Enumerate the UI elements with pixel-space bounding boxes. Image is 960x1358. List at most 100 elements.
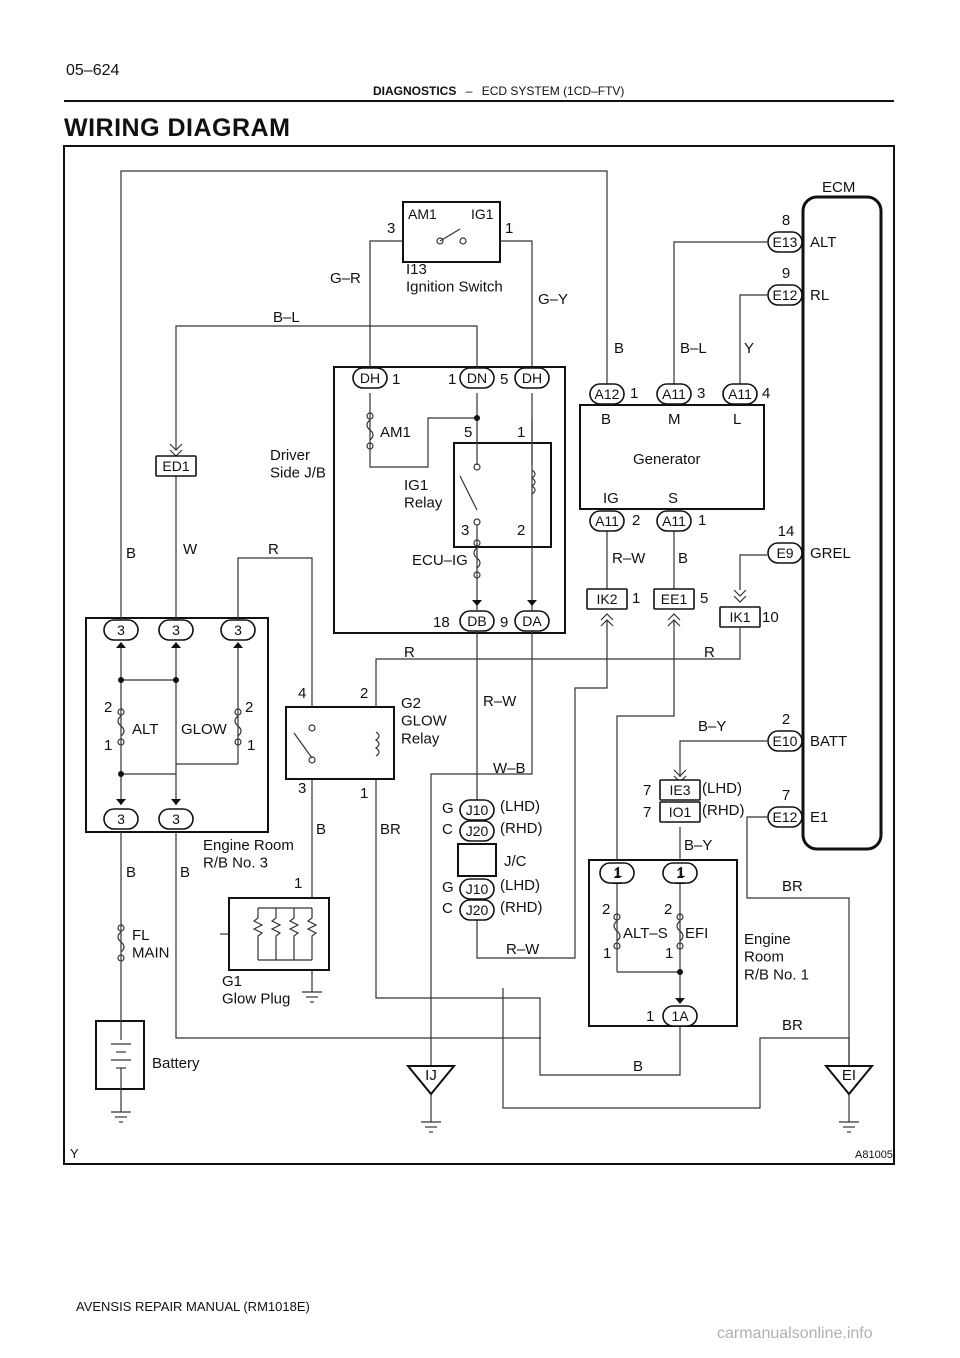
pin-number-21: 1 bbox=[104, 737, 112, 754]
rb3-pin-1-outline bbox=[158, 619, 194, 641]
pin-number-11: 4 bbox=[762, 385, 770, 402]
wire-color-18: BR bbox=[782, 878, 803, 895]
pin-number-37: 1 bbox=[677, 864, 685, 881]
pin-number-28: 3 bbox=[298, 780, 306, 797]
rb3-pin-1: 3 bbox=[172, 622, 180, 638]
battery-box bbox=[95, 1020, 145, 1090]
connector-7-outline bbox=[656, 383, 692, 405]
pin-number-5: 3 bbox=[461, 522, 469, 539]
fuse-alt-s-label: ALT–S bbox=[623, 925, 668, 942]
connector-9: A11 bbox=[595, 513, 619, 529]
connector-8-outline bbox=[722, 383, 758, 405]
wire-color-20: R–W bbox=[506, 941, 540, 958]
pin-number-26: 4 bbox=[298, 685, 306, 702]
engine-room-rb1-box bbox=[588, 859, 738, 1027]
connector-4-outline bbox=[459, 610, 495, 632]
ground-symbols bbox=[111, 991, 859, 1133]
rb3-pin-0: 3 bbox=[117, 622, 125, 638]
ecm-connector-3: E10 bbox=[773, 733, 798, 749]
ig-switch-pin-1: 1 bbox=[505, 220, 513, 237]
pin-number-2: 5 bbox=[500, 371, 508, 388]
pin-number-36: 1 bbox=[614, 864, 622, 881]
pin-number-42: G bbox=[442, 879, 454, 896]
connector-3: DH bbox=[522, 370, 542, 386]
wire-color-0: G–R bbox=[330, 270, 361, 287]
system-name: ECD SYSTEM (1CD–FTV) bbox=[481, 84, 625, 98]
section-name: DIAGNOSTICS bbox=[373, 84, 457, 98]
pin-number-29: 1 bbox=[360, 785, 368, 802]
pin-number-35: 1 bbox=[646, 1008, 654, 1025]
ecm-connector-4: E12 bbox=[773, 809, 798, 825]
connector-17-outline bbox=[459, 820, 495, 842]
ecm-pin-2: 14 bbox=[778, 523, 795, 540]
connector-20-outline bbox=[662, 1005, 698, 1027]
wire-color-10: R bbox=[268, 541, 279, 558]
wire-color-22: B bbox=[316, 821, 326, 838]
pin-number-30: 1 bbox=[294, 875, 302, 892]
fuse-alt-label: ALT bbox=[132, 721, 158, 738]
figure-id: A81005 bbox=[855, 1149, 893, 1161]
ecm-signal-4: E1 bbox=[810, 809, 828, 826]
connector-13: IK1 bbox=[729, 609, 750, 625]
wire-color-21: BR bbox=[782, 1017, 803, 1034]
pin-number-8: 9 bbox=[500, 614, 508, 631]
battery-label: Battery bbox=[152, 1055, 200, 1072]
generator-label: Generator bbox=[633, 451, 701, 468]
pin-number-16: 10 bbox=[762, 609, 779, 626]
variant-3: (RHD) bbox=[500, 899, 543, 916]
glow-relay-label-line-0: G2 bbox=[401, 695, 421, 712]
wire-color-19: B bbox=[633, 1058, 643, 1075]
ecm-connector-3-outline bbox=[767, 730, 803, 752]
connector-3-outline bbox=[514, 367, 550, 389]
variant-5: (RHD) bbox=[702, 802, 745, 819]
connector-11-outline bbox=[586, 588, 628, 610]
engine-rb3-label-line-0: Engine Room bbox=[203, 837, 294, 854]
variant-4: (LHD) bbox=[702, 780, 742, 797]
wire-color-15: B–Y bbox=[698, 718, 726, 735]
ecm-connector-4-outline bbox=[767, 806, 803, 828]
rb3-pin-2: 3 bbox=[234, 622, 242, 638]
page-header: DIAGNOSTICS – ECD SYSTEM (1CD–FTV) bbox=[373, 84, 624, 98]
driver-jb-label-line-0: Driver bbox=[270, 447, 310, 464]
pin-number-3: 5 bbox=[464, 424, 472, 441]
pin-number-20: 2 bbox=[104, 699, 112, 716]
fl-main-label-line-0: FL bbox=[132, 927, 150, 944]
ig-switch-pin-am1: AM1 bbox=[408, 206, 437, 222]
ecm-connector-0: E13 bbox=[773, 234, 798, 250]
pin-number-43: C bbox=[442, 900, 453, 917]
connector-4: DB bbox=[467, 613, 486, 629]
wire-color-13: R–W bbox=[483, 693, 517, 710]
glow-relay-label-line-1: GLOW bbox=[401, 713, 448, 730]
connector-10: A11 bbox=[662, 513, 686, 529]
wire-color-1: G–Y bbox=[538, 291, 568, 308]
engine-room-rb3-box bbox=[85, 617, 269, 833]
internal-wiring bbox=[111, 228, 875, 1133]
page-title: WIRING DIAGRAM bbox=[64, 114, 291, 142]
wire-color-14: W–B bbox=[493, 760, 526, 777]
pin-number-4: 1 bbox=[517, 424, 525, 441]
ig1-relay-label-line-0: IG1 bbox=[404, 477, 428, 494]
header-dash: – bbox=[465, 84, 473, 98]
connector-15: IO1 bbox=[669, 804, 692, 820]
pin-number-38: 7 bbox=[643, 782, 651, 799]
ecm-label: ECM bbox=[822, 179, 855, 196]
wire-color-11: R bbox=[404, 644, 415, 661]
glow-relay-label-line-2: Relay bbox=[401, 730, 440, 747]
ecm-box bbox=[801, 195, 883, 851]
gen-term-ig: IG bbox=[603, 490, 619, 507]
connector-11: IK2 bbox=[596, 591, 617, 607]
pin-number-34: 1 bbox=[665, 945, 673, 962]
gen-term-b: B bbox=[601, 411, 611, 428]
wire-color-4: B–L bbox=[680, 340, 707, 357]
ecm-signal-1: RL bbox=[810, 287, 829, 304]
connector-13-outline bbox=[719, 606, 761, 628]
ig1-relay-box bbox=[453, 442, 552, 548]
connector-18-outline bbox=[459, 878, 495, 900]
connector-6: A12 bbox=[595, 386, 620, 402]
connector-10-outline bbox=[656, 510, 692, 532]
wire-color-5: Y bbox=[744, 340, 754, 357]
pin-number-10: 3 bbox=[697, 385, 705, 402]
ecm-connector-2-outline bbox=[767, 542, 803, 564]
